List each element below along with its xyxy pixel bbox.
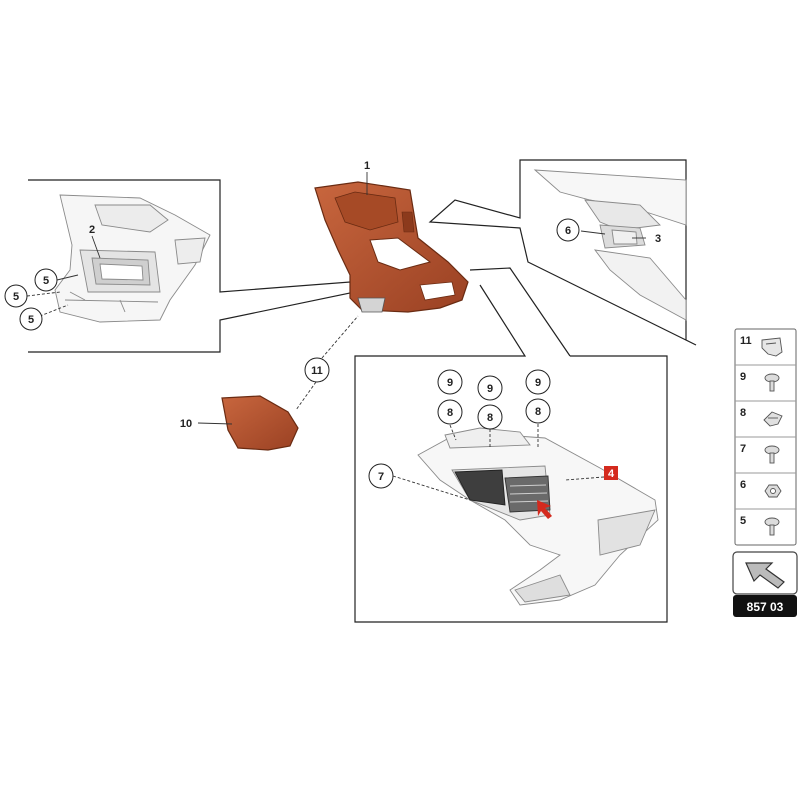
callout-8a-label: 8: [447, 407, 453, 419]
callout-6-label: 6: [565, 225, 571, 237]
callout-7-label: 7: [378, 471, 384, 483]
detail-box-left: [28, 179, 356, 353]
nut-icon: [764, 484, 782, 498]
callout-5c-label: 5: [28, 314, 34, 326]
callout-2-label: 2: [89, 224, 95, 236]
callout-4-highlight[interactable]: 4: [604, 466, 618, 480]
callout-9c-label: 9: [535, 377, 541, 389]
legend-item-1: 11: [740, 335, 752, 347]
callout-6[interactable]: 6: [556, 218, 580, 242]
callout-8c-label: 8: [535, 406, 541, 418]
detail-box-bottom: [354, 267, 668, 623]
left-sketch: [54, 194, 211, 323]
callout-10[interactable]: 10: [180, 418, 192, 430]
right-top-sketch: [533, 169, 687, 321]
callout-8c[interactable]: 8: [525, 398, 551, 424]
callout-11[interactable]: 11: [304, 357, 330, 383]
bottom-sketch: [417, 427, 659, 606]
legend-item-5: 6: [740, 479, 746, 491]
red-pointer-arrow-icon: [537, 500, 552, 519]
callout-7[interactable]: 7: [368, 463, 394, 489]
legend-item-2: 9: [740, 371, 746, 383]
legend-item-3: 8: [740, 407, 746, 419]
clip-icon: [761, 337, 783, 357]
callout-1[interactable]: 1: [364, 160, 370, 172]
reference-badge: 857 03: [733, 595, 797, 617]
nav-arrow-button[interactable]: [732, 551, 798, 595]
main-part-panel: [314, 181, 469, 313]
callout-2[interactable]: 2: [89, 224, 95, 236]
callout-8a[interactable]: 8: [437, 399, 463, 425]
leader-lines: [26, 172, 646, 501]
callout-1-label: 1: [364, 160, 370, 172]
callout-3[interactable]: 3: [655, 233, 661, 245]
reference-number: 857 03: [747, 600, 784, 614]
arrow-icon: [745, 562, 785, 589]
callout-8b-label: 8: [487, 412, 493, 424]
callout-5a[interactable]: 5: [34, 268, 58, 292]
callout-9b[interactable]: 9: [477, 375, 503, 401]
detail-box-right-top: [428, 159, 697, 346]
callout-9a-label: 9: [447, 377, 453, 389]
screw-icon: [764, 517, 780, 536]
fastener-legend: 11 9 8 7 6 5: [734, 328, 797, 546]
callout-5b-label: 5: [13, 291, 19, 303]
callout-5b[interactable]: 5: [4, 284, 28, 308]
callout-11-label: 11: [311, 365, 323, 377]
callout-5c[interactable]: 5: [19, 307, 43, 331]
callout-10-label: 10: [180, 418, 192, 430]
callout-9c[interactable]: 9: [525, 369, 551, 395]
screw-icon: [764, 373, 780, 392]
callout-8b[interactable]: 8: [477, 404, 503, 430]
callout-9b-label: 9: [487, 383, 493, 395]
callout-3-label: 3: [655, 233, 661, 245]
legend-item-6: 5: [740, 515, 746, 527]
spring-clip-icon: [763, 411, 783, 427]
callout-4-label: 4: [608, 468, 615, 480]
callout-9a[interactable]: 9: [437, 369, 463, 395]
screw-icon: [764, 445, 780, 464]
legend-item-4: 7: [740, 443, 746, 455]
part-10-cover: [221, 395, 299, 451]
callout-5a-label: 5: [43, 275, 49, 287]
